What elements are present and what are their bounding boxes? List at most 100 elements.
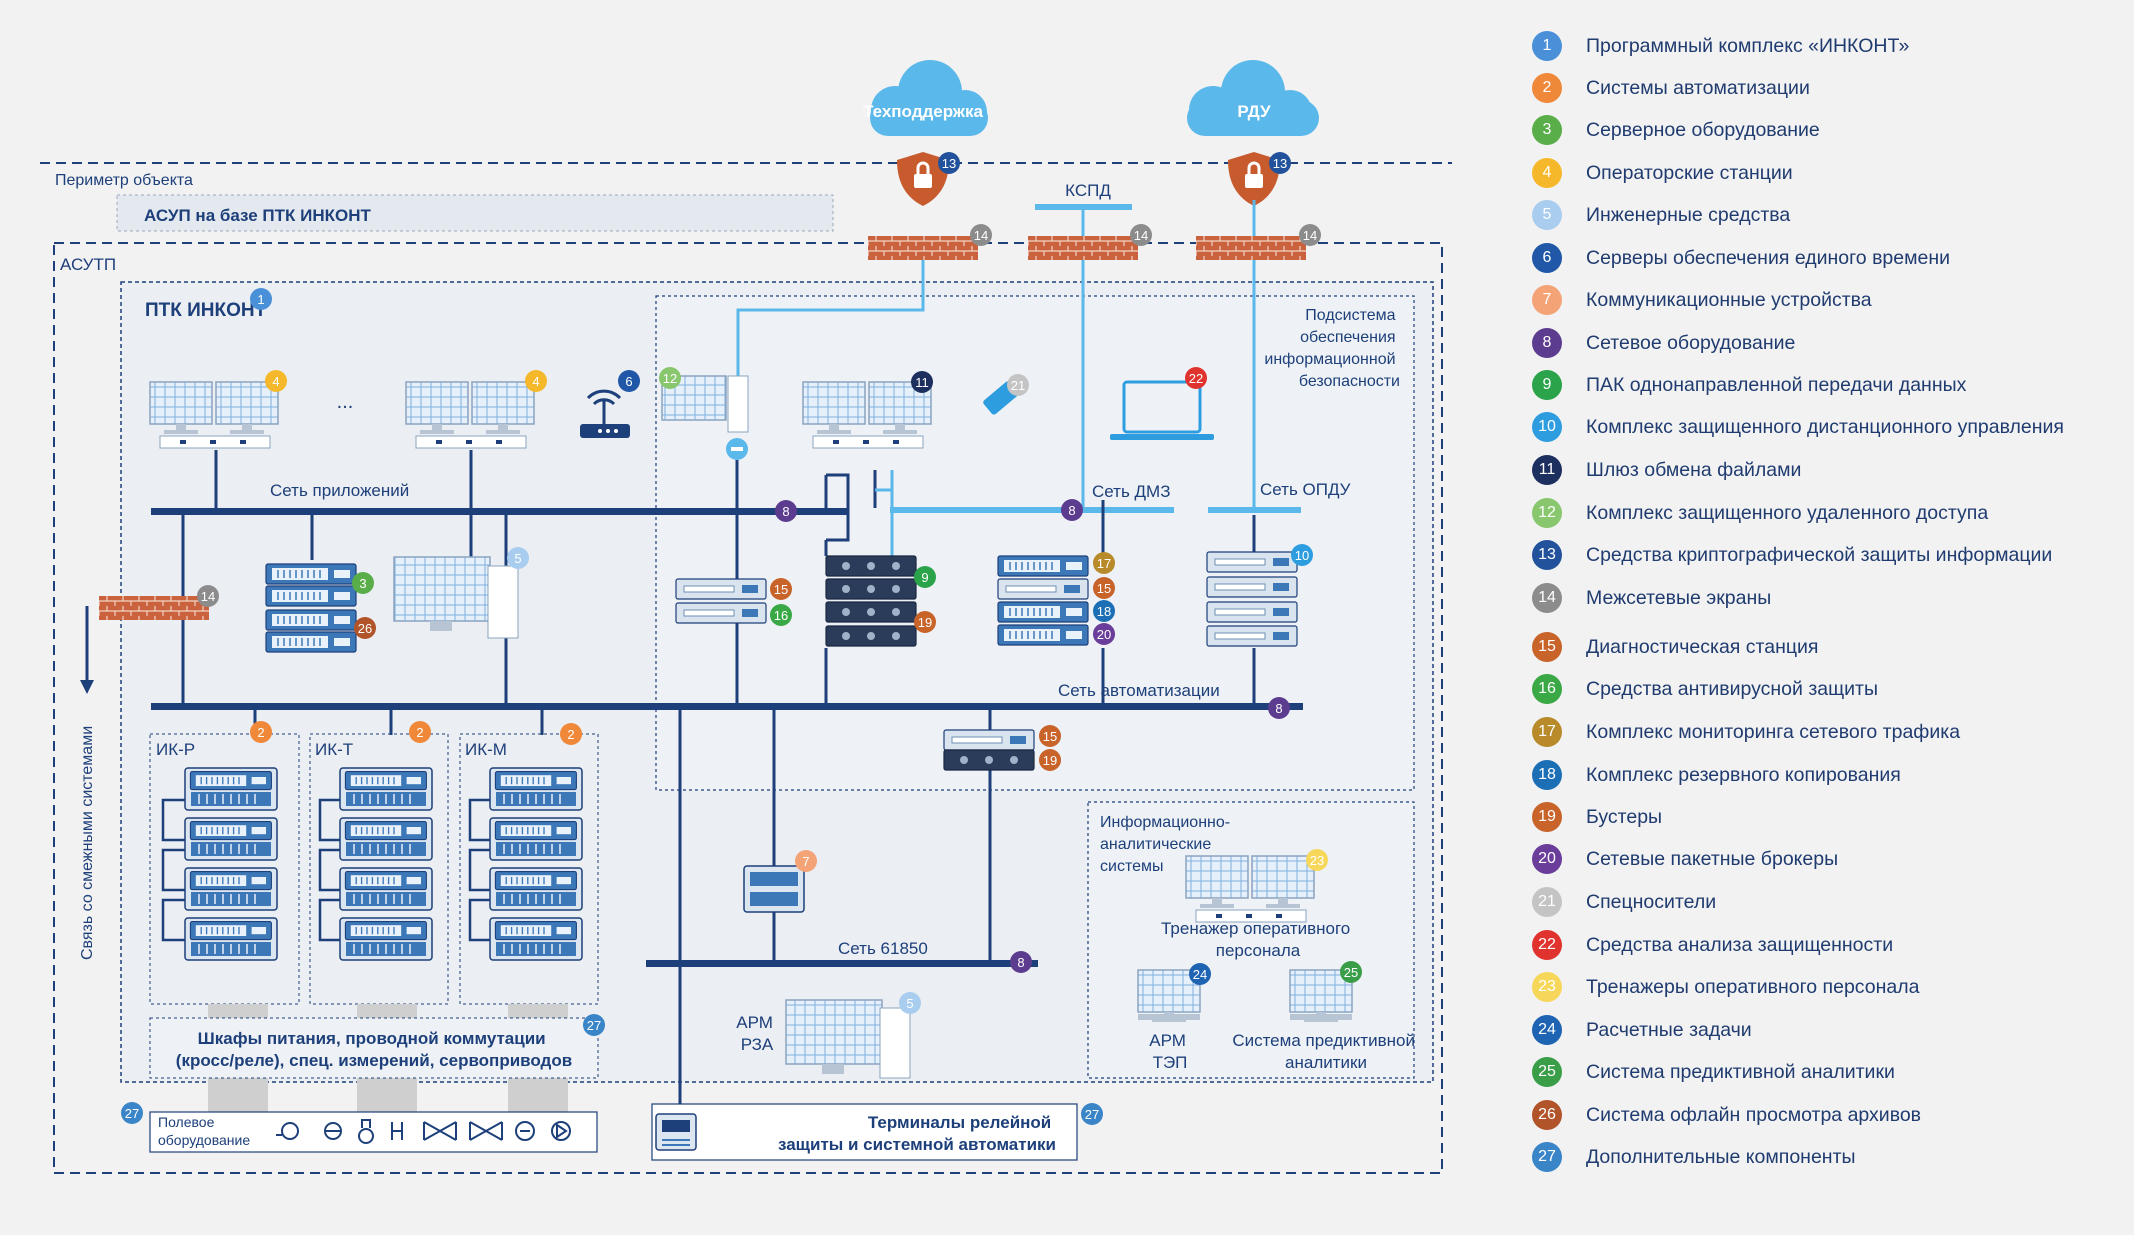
badge-16: 16 (770, 604, 792, 626)
legend-text: Комплекс мониторинга сетевого трафика (1586, 720, 1961, 743)
badge-24: 24 (1189, 963, 1211, 985)
net-61850-label: Сеть 61850 (838, 939, 928, 958)
svg-text:13: 13 (942, 156, 956, 171)
svg-text:27: 27 (125, 1106, 139, 1121)
svg-text:10: 10 (1295, 548, 1309, 563)
badge-27a: 27 (583, 1014, 605, 1036)
badge-11: 11 (911, 371, 933, 393)
relay-terminal-icon (655, 1113, 697, 1151)
predictive-label: Система предиктивной аналитики (1232, 1031, 1419, 1072)
time-server-icon (580, 389, 630, 438)
legend-text: Дополнительные компоненты (1586, 1145, 1856, 1168)
badge-2a: 2 (250, 721, 272, 743)
svg-text:13: 13 (1273, 156, 1287, 171)
trainer-label: Тренажер оперативного персонала (1161, 919, 1355, 960)
svg-text:21: 21 (1011, 378, 1025, 393)
legend-number-badge: 4 (1532, 158, 1562, 188)
svg-text:17: 17 (1097, 556, 1111, 571)
legend-text: Система офлайн просмотра архивов (1586, 1103, 1922, 1126)
support-cloud: Техподдержка (863, 60, 988, 136)
badge-10: 10 (1291, 544, 1313, 566)
legend-text: Сетевое оборудование (1586, 331, 1796, 354)
svg-text:11: 11 (915, 375, 929, 390)
legend-number-badge: 23 (1532, 972, 1562, 1002)
legend-number-badge: 2 (1532, 73, 1562, 103)
firewall-side-icon (99, 596, 209, 620)
legend-number-badge: 22 (1532, 930, 1562, 960)
legend-item: 23 Тренажеры оперативного персонала (1532, 967, 1919, 1007)
legend-number-badge: 26 (1532, 1100, 1562, 1130)
svg-text:8: 8 (1275, 701, 1282, 716)
legend-text: Тренажеры оперативного персонала (1586, 975, 1920, 998)
support-cloud-label: Техподдержка (863, 102, 983, 121)
legend-text: Спецносители (1586, 890, 1717, 913)
legend-number-badge: 14 (1532, 583, 1562, 613)
net-apps-label: Сеть приложений (270, 481, 409, 500)
legend-item: 8 Сетевое оборудование (1532, 323, 1795, 363)
security-subsystem-label: Подсистема обеспечения информационной бе… (1264, 307, 1400, 390)
badge-21: 21 (1007, 374, 1029, 396)
firewall-support-icon (868, 236, 978, 260)
svg-text:19: 19 (918, 615, 932, 630)
svg-text:15: 15 (1097, 581, 1111, 596)
badge-12: 12 (659, 367, 681, 389)
badge-2c: 2 (560, 723, 582, 745)
badge-4b: 4 (525, 370, 547, 392)
legend-number-badge: 5 (1532, 200, 1562, 230)
legend-number-badge: 8 (1532, 328, 1562, 358)
legend-text: Сетевые пакетные брокеры (1586, 847, 1839, 870)
legend-number-badge: 24 (1532, 1015, 1562, 1045)
field-label: Полевое оборудование (158, 1114, 250, 1148)
firewall-rdu-icon (1196, 236, 1306, 260)
legend-number-badge: 15 (1532, 632, 1562, 662)
badge-5b: 5 (899, 992, 921, 1014)
svg-text:22: 22 (1189, 371, 1203, 386)
badge-18: 18 (1093, 600, 1115, 622)
legend-text: Межсетевые экраны (1586, 586, 1772, 609)
svg-text:20: 20 (1097, 627, 1111, 642)
legend-number-badge: 21 (1532, 887, 1562, 917)
svg-text:15: 15 (1043, 729, 1057, 744)
svg-text:4: 4 (532, 374, 539, 389)
svg-text:2: 2 (416, 725, 423, 740)
legend-text: Системы автоматизации (1586, 76, 1810, 99)
legend-text: Средства анализа защищенности (1586, 933, 1894, 956)
svg-text:5: 5 (514, 551, 521, 566)
svg-text:8: 8 (1068, 503, 1075, 518)
laptop-icon (1110, 380, 1214, 440)
ik-t-label: ИК-Т (315, 740, 353, 759)
svg-text:7: 7 (802, 854, 809, 869)
svg-text:8: 8 (1017, 955, 1024, 970)
asutp-label: АСУТП (60, 255, 116, 274)
badge-5a: 5 (507, 547, 529, 569)
net-opdu-label: Сеть ОПДУ (1260, 480, 1351, 499)
legend-number-badge: 11 (1532, 455, 1562, 485)
legend-item: 21 Спецносители (1532, 882, 1716, 922)
badge-8-apps: 8 (775, 500, 797, 522)
svg-text:8: 8 (782, 504, 789, 519)
side-link-label: Связь со смежными системами (79, 726, 96, 960)
diagnostic-station-b (943, 729, 1035, 771)
badge-14b: 14 (1130, 224, 1152, 246)
firewall-kspd-icon (1028, 236, 1138, 260)
analytics-label: Информационно- аналитические системы (1100, 814, 1235, 875)
badge-27c: 27 (1081, 1103, 1103, 1125)
svg-text:14: 14 (1134, 228, 1148, 243)
svg-text:24: 24 (1193, 967, 1207, 982)
net-auto-line (151, 703, 1303, 710)
legend-text: Серверное оборудование (1586, 118, 1820, 141)
arm-rza-label: АРМ РЗА (736, 1013, 777, 1054)
svg-text:27: 27 (1085, 1107, 1099, 1122)
legend-text: Система предиктивной аналитики (1586, 1060, 1895, 1083)
legend-text: Расчетные задачи (1586, 1018, 1752, 1041)
rdu-cloud-label: РДУ (1237, 102, 1271, 121)
net-dmz-label: Сеть ДМЗ (1092, 482, 1170, 501)
